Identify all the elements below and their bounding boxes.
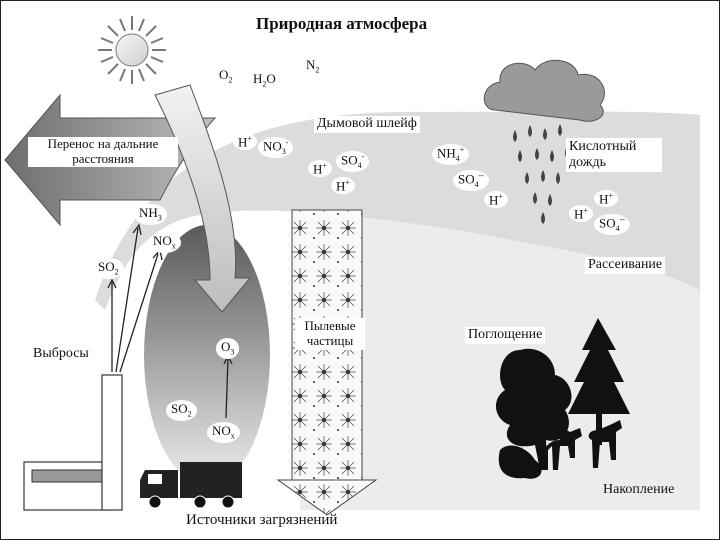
chem-nox-plume: NOx — [148, 232, 181, 253]
chem-o2: O2 — [219, 67, 233, 85]
chem-so4-2: SO4-- — [453, 170, 489, 191]
acid-rain-drops — [513, 124, 569, 224]
chem-nh3: NH3 — [134, 204, 167, 225]
sunlight-arrow — [154, 84, 252, 313]
pollution-sources-label: Источники загрязнений — [186, 512, 338, 528]
plume-label: Дымовой шлейф — [314, 116, 420, 133]
dust-particles-label: Пылевые частицы — [295, 318, 365, 350]
accumulation-label: Накопление — [603, 482, 675, 497]
factory-icon — [23, 374, 123, 511]
diagram-title: Природная атмосфера — [256, 14, 428, 33]
chem-h-4: H+ — [484, 191, 508, 209]
truck-icon — [140, 462, 242, 509]
emissions-label: Выбросы — [30, 346, 92, 363]
chem-h-5: H+ — [594, 190, 618, 208]
chem-h-2: H+ — [308, 160, 332, 178]
pollution-sources-oval — [144, 225, 270, 485]
dispersion-label: Рассеивание — [585, 257, 666, 274]
chem-o3: O3 — [216, 338, 240, 359]
chem-so2-plume: SO2 — [93, 258, 124, 279]
forest-wildlife-silhouette — [495, 318, 630, 479]
dust-particles-column — [276, 209, 378, 516]
chem-nox-source: NOx — [207, 422, 240, 443]
rain-cloud-icon — [483, 59, 605, 122]
smoke-plume — [95, 111, 700, 310]
chem-no3: NO3- — [258, 137, 294, 158]
chem-h-1: H+ — [233, 133, 257, 151]
acid-rain-label: Кислотный дождь — [566, 138, 662, 173]
chem-nh4: NH4+ — [432, 144, 470, 165]
chem-n2: N2 — [306, 57, 320, 75]
emission-arrows — [107, 223, 233, 419]
chem-so2-source: SO2 — [166, 400, 197, 421]
chem-h2o: H2O — [253, 71, 276, 89]
chem-h-3: H+ — [331, 177, 355, 195]
transport-label: Перенос на дальние расстояния — [28, 136, 178, 167]
absorption-label: Поглощение — [465, 327, 546, 344]
chem-h-6: H+ — [569, 205, 593, 223]
chem-so4-1: SO4- — [336, 151, 370, 172]
chem-so4-3: SO4-- — [594, 214, 630, 235]
sun-icon — [98, 16, 166, 84]
